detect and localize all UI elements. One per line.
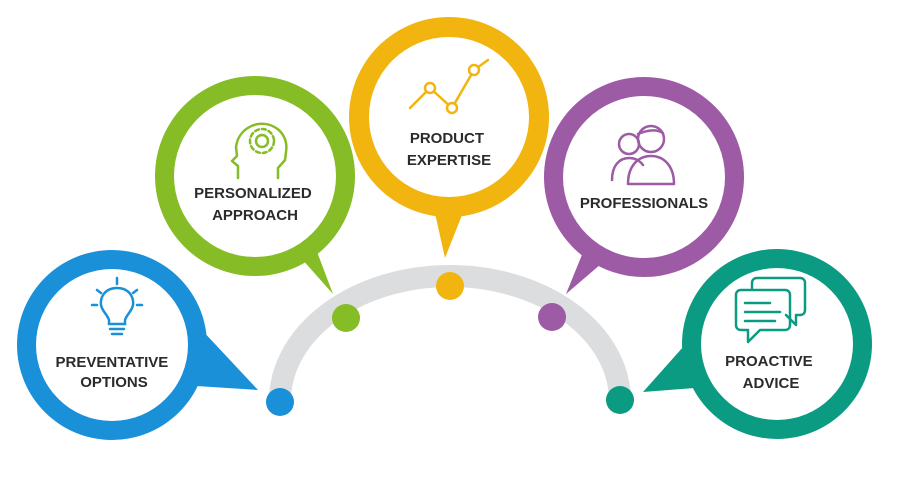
node-preventative: PREVENTATIVE OPTIONS [17, 250, 258, 440]
node-label: PROACTIVE ADVICE [725, 353, 817, 392]
node-label: PROFESSIONALS [580, 195, 708, 212]
callout-inner [563, 96, 725, 258]
head-gear-icon [230, 122, 288, 180]
callout-inner [174, 95, 336, 257]
callout-inner [701, 268, 853, 420]
arc-dot-product [436, 272, 464, 300]
arc-dot-preventative [266, 388, 294, 416]
node-professionals: PROFESSIONALS [544, 77, 744, 294]
callout-inner [36, 269, 188, 421]
people-icon [610, 124, 676, 186]
arc-dot-personalized [332, 304, 360, 332]
callout-inner [369, 37, 529, 197]
node-label: PREVENTATIVE OPTIONS [56, 354, 173, 391]
arc-dot-proactive [606, 386, 634, 414]
node-product: PRODUCT EXPERTISE [349, 17, 549, 258]
arc-dot-professionals [538, 303, 566, 331]
line-chart-icon [408, 58, 490, 115]
node-personalized: PERSONALIZED APPROACH [155, 76, 355, 294]
node-proactive: PROACTIVE ADVICE [643, 249, 872, 439]
node-label: PRODUCT EXPERTISE [407, 130, 491, 169]
node-label: PERSONALIZED APPROACH [194, 185, 316, 224]
lightbulb-icon [90, 276, 144, 336]
chat-bubbles-icon [734, 276, 807, 344]
